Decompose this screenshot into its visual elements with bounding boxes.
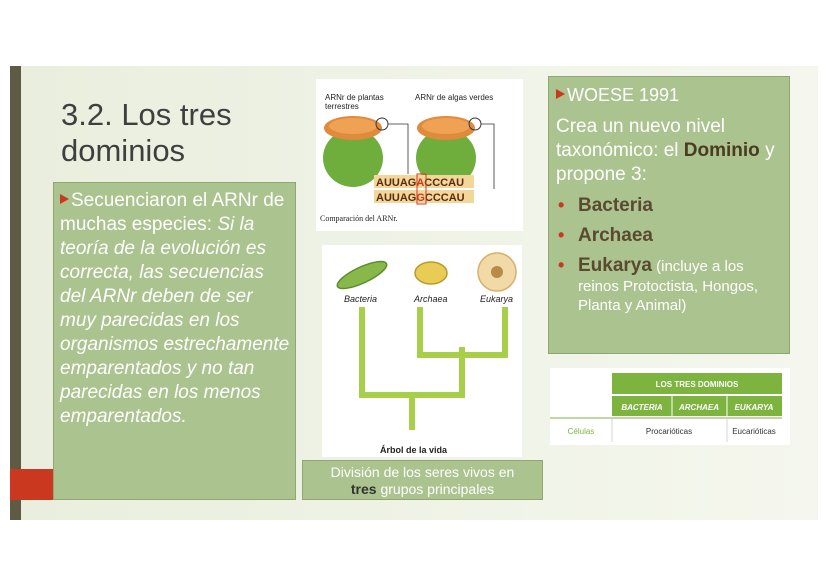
caption-pre: División de los seres vivos en <box>330 464 515 480</box>
sequence-top: AUUAGACCCAU <box>376 177 464 189</box>
bullet-icon: • <box>558 255 565 275</box>
caption-bold: tres <box>350 481 377 497</box>
domain-list: •Bacteria •Archaea •Eukarya (incluye a l… <box>556 195 786 323</box>
three-groups-caption: División de los seres vivos en tres grup… <box>302 460 543 500</box>
domain-item-eukarya: •Eukarya (incluye a los reinos Protoctis… <box>558 255 759 314</box>
table-cell-eucariotic: Eucarióticas <box>732 427 776 436</box>
bullet-icon: • <box>558 225 565 245</box>
page-title: 3.2. Los tres dominios <box>61 97 232 168</box>
ribosome-right <box>416 129 476 187</box>
tree-caption: Árbol de la vida <box>380 445 448 455</box>
table-header: LOS TRES DOMINIOS <box>656 380 739 389</box>
sequencing-text: Secuenciaron el ARNr de muchas especies:… <box>60 189 292 429</box>
table-cell-procariotic: Procarióticas <box>646 427 692 436</box>
sequencing-italic: Si la teoría de la evolución es correcta… <box>60 214 290 427</box>
red-accent-bar <box>10 469 53 500</box>
sequence-bottom: AUUAGGCCCAU <box>376 192 465 204</box>
tree-label-bacteria: Bacteria <box>344 294 377 304</box>
arrow-bullet-icon <box>556 89 565 99</box>
tree-label-archaea: Archaea <box>413 294 448 304</box>
comparison-caption: Comparación del ARNr. <box>320 214 398 223</box>
domain-item-bacteria: •Bacteria <box>558 195 653 216</box>
domains-table: LOS TRES DOMINIOS BACTERIA ARCHAEA EUKAR… <box>550 368 790 445</box>
table-col-eukarya: EUKARYA <box>735 403 774 412</box>
table-col-bacteria: BACTERIA <box>621 403 663 412</box>
bullet-icon: • <box>558 195 565 215</box>
arrow-bullet-icon <box>60 194 69 204</box>
table-col-archaea: ARCHAEA <box>678 403 719 412</box>
tree-label-eukarya: Eukarya <box>480 294 513 304</box>
left-accent-bar <box>10 66 21 520</box>
tree-of-life-image: Bacteria Archaea Eukarya Árbol de la vid… <box>322 245 522 457</box>
domains-table-graphic: LOS TRES DOMINIOS BACTERIA ARCHAEA EUKAR… <box>550 373 782 442</box>
tree-branch-archaea-eukarya <box>417 307 508 358</box>
archaea-organism-icon <box>414 261 448 285</box>
tree-illustration: Bacteria Archaea Eukarya Árbol de la vid… <box>336 252 517 455</box>
bacteria-organism-icon <box>336 260 388 290</box>
label-algae: ARNr de algas verdes <box>415 93 493 102</box>
woese-paragraph: Crea un nuevo nivel taxonómico: el Domin… <box>556 116 775 185</box>
tree-branch-bacteria <box>359 307 465 398</box>
woese-box: WOESE 1991 Crea un nuevo nivel taxonómic… <box>548 76 790 354</box>
domain-item-archaea: •Archaea <box>558 225 653 246</box>
sequencing-lead: Secuenciaron el ARNr de muchas especies: <box>60 190 285 235</box>
table-row-label: Células <box>568 427 595 436</box>
ribosome-left <box>323 129 383 187</box>
woese-heading: WOESE 1991 <box>556 85 679 106</box>
caption-post: grupos principales <box>376 481 495 497</box>
sequencing-box: Secuenciaron el ARNr de muchas especies:… <box>53 182 296 500</box>
